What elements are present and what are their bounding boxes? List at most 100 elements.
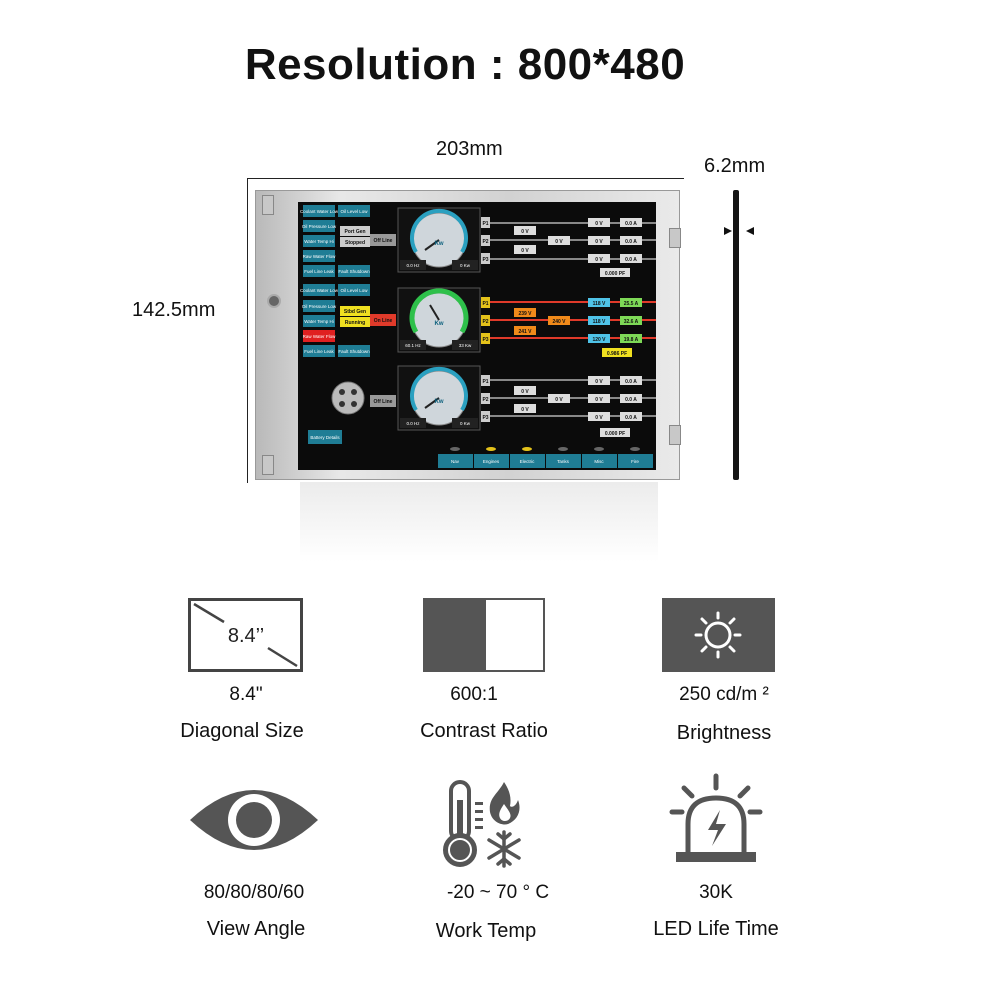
- svg-text:0.0 A: 0.0 A: [625, 239, 637, 245]
- svg-text:0 Kw: 0 Kw: [460, 263, 471, 268]
- mount-tab: [669, 425, 681, 445]
- svg-text:0 V: 0 V: [521, 389, 529, 395]
- svg-text:0.0 Hz: 0.0 Hz: [406, 421, 420, 426]
- svg-text:Water Temp Hi: Water Temp Hi: [304, 319, 334, 324]
- brightness-value: 250 cd/m ²: [679, 684, 769, 705]
- mount-tab: [262, 195, 274, 215]
- svg-text:P1: P1: [482, 221, 488, 227]
- svg-text:On Line: On Line: [374, 318, 393, 324]
- svg-text:0 V: 0 V: [595, 221, 603, 227]
- svg-text:P3: P3: [482, 257, 488, 263]
- svg-text:Battery Details: Battery Details: [310, 435, 340, 440]
- led-life-value: 30K: [699, 882, 733, 903]
- svg-text:0 V: 0 V: [595, 415, 603, 421]
- svg-text:0 V: 0 V: [521, 229, 529, 235]
- svg-text:32.6 A: 32.6 A: [624, 319, 639, 325]
- svg-text:P2: P2: [482, 319, 488, 325]
- svg-text:8.4’’: 8.4’’: [228, 625, 264, 647]
- panel-side-profile: [733, 190, 739, 480]
- page-title: Resolution : 800*480: [244, 40, 686, 89]
- svg-text:P2: P2: [482, 239, 488, 245]
- svg-text:118 V: 118 V: [593, 301, 606, 307]
- svg-text:0.0 A: 0.0 A: [625, 221, 637, 227]
- contrast-label: Contrast Ratio: [420, 720, 548, 742]
- svg-text:60.1 Hz: 60.1 Hz: [405, 343, 421, 348]
- width-label: 203mm: [436, 138, 503, 160]
- svg-text:Engines: Engines: [483, 459, 500, 464]
- svg-text:Electric: Electric: [520, 459, 536, 464]
- svg-text:Fire: Fire: [631, 459, 639, 464]
- contrast-icon: [423, 598, 545, 672]
- svg-text:Oil Pressure Low: Oil Pressure Low: [302, 224, 337, 229]
- svg-text:Running: Running: [345, 320, 365, 326]
- svg-text:120 V: 120 V: [592, 337, 606, 343]
- brightness-label: Brightness: [676, 722, 772, 744]
- view-angle-label: View Angle: [206, 918, 306, 940]
- svg-text:0 V: 0 V: [555, 397, 563, 403]
- height-dimension-line: [247, 178, 248, 483]
- svg-text:Off Line: Off Line: [374, 238, 393, 244]
- svg-text:Fuel Line Leak: Fuel Line Leak: [304, 269, 334, 274]
- svg-text:0 Kw: 0 Kw: [460, 421, 471, 426]
- svg-text:0.986 PF: 0.986 PF: [607, 351, 627, 357]
- svg-text:0 V: 0 V: [595, 239, 603, 245]
- svg-text:Stbd Gen: Stbd Gen: [344, 309, 366, 315]
- work-temp-value: -20 ~ 70 ° C: [446, 882, 550, 903]
- lcd-screen: .t { font-family:"Liberation Sans", sans…: [298, 202, 656, 470]
- svg-text:0.0 A: 0.0 A: [625, 379, 637, 385]
- diagonal-size-icon: 8.4’’: [188, 598, 303, 672]
- svg-text:Nav: Nav: [451, 459, 460, 464]
- svg-text:Kw: Kw: [435, 241, 444, 247]
- screen-content: .t { font-family:"Liberation Sans", sans…: [300, 205, 656, 468]
- sun-icon: [662, 598, 775, 672]
- mount-tab: [669, 228, 681, 248]
- svg-text:0 V: 0 V: [595, 257, 603, 263]
- svg-text:239 V: 239 V: [518, 311, 532, 317]
- svg-text:Off Line: Off Line: [374, 399, 393, 405]
- svg-text:Kw: Kw: [435, 399, 444, 405]
- led-life-label: LED Life Time: [653, 918, 779, 940]
- thermometer-icon: [438, 778, 528, 870]
- svg-text:Oil Level Low: Oil Level Low: [340, 209, 368, 214]
- led-alarm-icon: [668, 772, 764, 866]
- svg-text:0 V: 0 V: [521, 407, 529, 413]
- svg-text:Fault Shutdown: Fault Shutdown: [338, 269, 370, 274]
- svg-text:0 V: 0 V: [595, 379, 603, 385]
- svg-text:19.8 A: 19.8 A: [624, 337, 639, 343]
- svg-text:Stopped: Stopped: [345, 240, 365, 246]
- svg-text:0.000 PF: 0.000 PF: [605, 271, 625, 277]
- panel-reflection: [300, 482, 658, 562]
- svg-text:0.000 PF: 0.000 PF: [605, 431, 625, 437]
- svg-text:0.0 A: 0.0 A: [625, 397, 637, 403]
- contrast-value: 600:1: [450, 684, 498, 705]
- thickness-label: 6.2mm: [704, 155, 766, 177]
- thickness-arrows: [724, 227, 754, 235]
- view-angle-value: 80/80/80/60: [203, 882, 305, 903]
- svg-text:P2: P2: [482, 397, 488, 403]
- svg-text:Fault Shutdown: Fault Shutdown: [338, 349, 370, 354]
- svg-text:240 V: 240 V: [552, 319, 566, 325]
- work-temp-label: Work Temp: [435, 920, 537, 942]
- screw-icon: [267, 294, 281, 308]
- svg-text:Kw: Kw: [435, 321, 444, 327]
- svg-text:0 V: 0 V: [521, 248, 529, 254]
- svg-text:Misc: Misc: [594, 459, 604, 464]
- svg-text:Port Gen: Port Gen: [344, 229, 365, 235]
- diagonal-size-label: Diagonal Size: [180, 720, 304, 742]
- svg-text:Fuel Line Leak: Fuel Line Leak: [304, 349, 334, 354]
- alarm-buttons-top: Coolant Water Low Oil Level Low Oil Pres…: [300, 205, 370, 277]
- svg-text:0.0 Hz: 0.0 Hz: [406, 263, 420, 268]
- eye-icon: [188, 780, 320, 860]
- svg-text:0 V: 0 V: [595, 397, 603, 403]
- svg-text:Coolant Water Low: Coolant Water Low: [300, 288, 339, 293]
- svg-text:0.0 A: 0.0 A: [625, 415, 637, 421]
- svg-text:P3: P3: [482, 337, 488, 343]
- alarm-buttons-mid: Coolant Water Low Oil Level Low Oil Pres…: [300, 284, 370, 357]
- svg-text:Raw Water Flow: Raw Water Flow: [303, 254, 337, 259]
- height-label: 142.5mm: [132, 299, 216, 321]
- svg-text:Oil Level Low: Oil Level Low: [340, 288, 368, 293]
- svg-text:25.5 A: 25.5 A: [624, 301, 639, 307]
- svg-text:Coolant Water Low: Coolant Water Low: [300, 209, 339, 214]
- svg-text:118 V: 118 V: [593, 319, 606, 325]
- bottom-nav: Nav Engines Electric Tanks Misc Fire: [438, 447, 653, 468]
